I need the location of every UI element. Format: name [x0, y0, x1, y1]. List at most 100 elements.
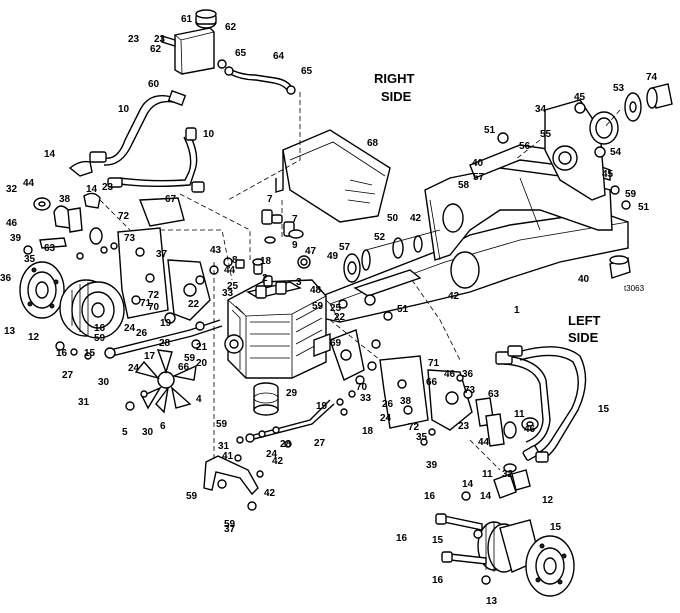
reservoir-tank: [161, 9, 227, 75]
callout-23: 23: [154, 34, 166, 45]
callout-36: 36: [0, 273, 12, 284]
hub-wheel-left: [19, 261, 65, 319]
figure-number: t3063: [624, 284, 645, 293]
callout-15: 15: [598, 404, 610, 415]
callout-71: 71: [140, 298, 152, 309]
callout-59: 59: [184, 353, 196, 364]
callout-28: 28: [280, 439, 292, 450]
callout-24: 24: [128, 363, 140, 374]
callout-68: 68: [367, 138, 379, 149]
callout-35: 35: [416, 432, 428, 443]
callout-27: 27: [62, 370, 74, 381]
callout-19: 19: [160, 318, 172, 329]
callout-53: 53: [613, 83, 625, 94]
callout-14: 14: [480, 491, 492, 502]
tie-rod: [245, 399, 335, 448]
callout-18: 18: [260, 256, 272, 267]
callout-59: 59: [312, 301, 324, 312]
callout-43: 43: [210, 245, 222, 256]
callout-23: 23: [102, 182, 114, 193]
callout-11: 11: [514, 409, 525, 420]
hydraulic-hose-upper: [89, 90, 205, 193]
callout-70: 70: [356, 382, 368, 393]
callout-16: 16: [424, 491, 436, 502]
right-side-label-line1: RIGHT: [374, 71, 415, 86]
assembly-dash-lines: [99, 92, 621, 471]
callout-64: 64: [273, 51, 285, 62]
drive-pulley-left: [59, 279, 125, 339]
callout-46: 46: [6, 218, 18, 229]
callout-44: 44: [478, 437, 490, 448]
left-side-label-line2: SIDE: [568, 330, 599, 345]
callout-35: 35: [24, 254, 36, 265]
callout-15: 15: [84, 348, 96, 359]
callout-9: 9: [292, 240, 298, 251]
callout-18: 18: [362, 426, 374, 437]
callout-20: 20: [196, 358, 208, 369]
callout-26: 26: [136, 328, 148, 339]
callout-50: 50: [387, 213, 399, 224]
callout-57: 57: [339, 242, 351, 253]
callout-73: 73: [124, 233, 136, 244]
idler-pulley: [343, 229, 441, 283]
spacer-washer: [624, 92, 642, 122]
callout-2: 2: [262, 273, 268, 284]
callout-21: 21: [196, 342, 208, 353]
cooling-fan: [134, 349, 197, 414]
callout-24: 24: [266, 449, 278, 460]
callout-62: 62: [225, 22, 237, 33]
hydrostatic-pump: [224, 275, 331, 379]
callout-59: 59: [224, 519, 236, 530]
callout-7: 7: [292, 214, 298, 225]
bolts-right: [435, 491, 491, 585]
callout-59: 59: [94, 333, 106, 344]
callout-7: 7: [267, 194, 273, 205]
callout-32: 32: [6, 184, 18, 195]
callout-26: 26: [382, 399, 394, 410]
callout-4: 4: [196, 394, 202, 405]
callout-12: 12: [542, 495, 554, 506]
callout-16: 16: [396, 533, 408, 544]
callout-59: 59: [216, 419, 228, 430]
spacer-tube: [646, 83, 673, 109]
idler-bracket: [497, 99, 631, 210]
callout-42: 42: [264, 488, 276, 499]
left-side-label-line1: LEFT: [568, 313, 601, 328]
callout-3: 3: [296, 277, 302, 288]
callout-63: 63: [44, 243, 56, 254]
callout-31: 31: [218, 441, 230, 452]
hydraulic-hose-lower: [495, 345, 587, 463]
right-side-label-line2: SIDE: [381, 89, 412, 104]
callout-44: 44: [23, 178, 35, 189]
callout-5: 5: [122, 427, 128, 438]
callout-66: 66: [426, 377, 438, 388]
callout-36: 36: [462, 369, 474, 380]
callout-38: 38: [59, 194, 71, 205]
callout-10: 10: [118, 104, 130, 115]
callout-72: 72: [118, 211, 130, 222]
callout-72: 72: [408, 422, 420, 433]
callout-23: 23: [128, 34, 140, 45]
callout-13: 13: [486, 596, 498, 607]
callout-48: 48: [310, 285, 322, 296]
callout-71: 71: [428, 358, 440, 369]
callout-10: 10: [203, 129, 215, 140]
control-bracket-right: [329, 329, 473, 431]
callout-63: 63: [488, 389, 500, 400]
frame-bumper: [609, 255, 631, 279]
fittings-center: [235, 209, 311, 275]
callout-60: 60: [148, 79, 160, 90]
callout-45: 45: [574, 92, 586, 103]
callout-37: 37: [156, 249, 168, 260]
main-frame: [321, 144, 629, 323]
callout-59: 59: [186, 491, 198, 502]
callout-33: 33: [222, 288, 234, 299]
callout-12: 12: [28, 332, 40, 343]
callout-69: 69: [330, 338, 342, 349]
callout-52: 52: [374, 232, 386, 243]
callout-38: 38: [400, 396, 412, 407]
callout-47: 47: [305, 246, 317, 257]
callout-42: 42: [448, 291, 460, 302]
